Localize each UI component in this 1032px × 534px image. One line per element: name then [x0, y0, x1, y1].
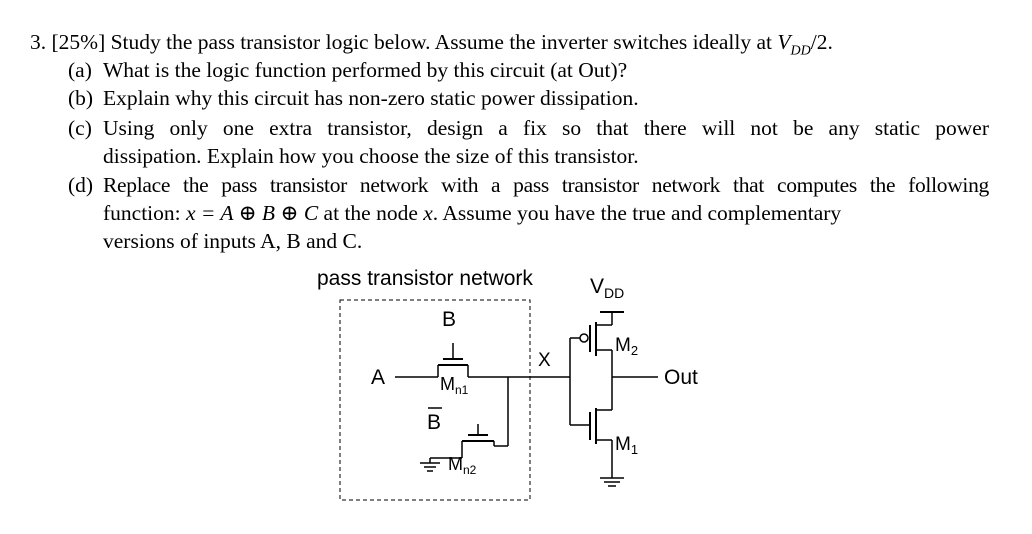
part-d-line-2: function: x = A ⊕ B ⊕ C at the node x. A…	[103, 200, 989, 226]
part-c-line-1: Using only one extra transistor, design …	[103, 116, 989, 140]
part-a-text: What is the logic function performed by …	[103, 58, 628, 82]
m2-label: M2	[615, 335, 638, 358]
question-number: 3.	[30, 30, 47, 54]
node-x-label: X	[538, 350, 551, 371]
part-d-line-3: versions of inputs A, B and C.	[103, 229, 363, 253]
input-b-label: B	[442, 308, 456, 331]
vdd-label: VDD	[590, 275, 624, 301]
part-d-line-1: Replace the pass transistor network with…	[103, 173, 989, 197]
part-b-text: Explain why this circuit has non-zero st…	[103, 86, 639, 110]
xor-expression: x = A ⊕ B ⊕ C	[186, 201, 319, 225]
part-c-line-2: dissipation. Explain how you choose the …	[103, 144, 639, 168]
vdd-subscript: DD	[790, 43, 811, 59]
network-label: pass transistor network	[317, 267, 533, 290]
part-d-line-2-pre: function: x = A ⊕ B ⊕ C at the node x. A…	[103, 201, 842, 225]
m2-gate-bubble	[579, 333, 589, 343]
vdd-symbol: V	[777, 30, 791, 54]
part-a: (a)	[68, 57, 92, 83]
out-label: Out	[664, 366, 698, 389]
part-c-label: (c)	[68, 116, 92, 140]
question-header-text: [25%] Study the pass transistor logic be…	[51, 30, 778, 54]
mn1-label: Mn1	[440, 374, 469, 397]
input-a-label: A	[371, 366, 385, 389]
input-bbar-label: B	[427, 411, 441, 434]
node-variable: x	[423, 201, 433, 225]
part-a-label: (a)	[68, 58, 92, 82]
network-boundary	[339, 299, 531, 501]
part-d-label: (d)	[68, 173, 94, 197]
part-b-label: (b)	[68, 86, 94, 110]
mn2-label: Mn2	[448, 454, 477, 477]
question-header-tail: /2.	[810, 30, 833, 54]
question-header: 3. [25%] Study the pass transistor logic…	[30, 29, 833, 64]
m1-label: M1	[615, 434, 638, 457]
